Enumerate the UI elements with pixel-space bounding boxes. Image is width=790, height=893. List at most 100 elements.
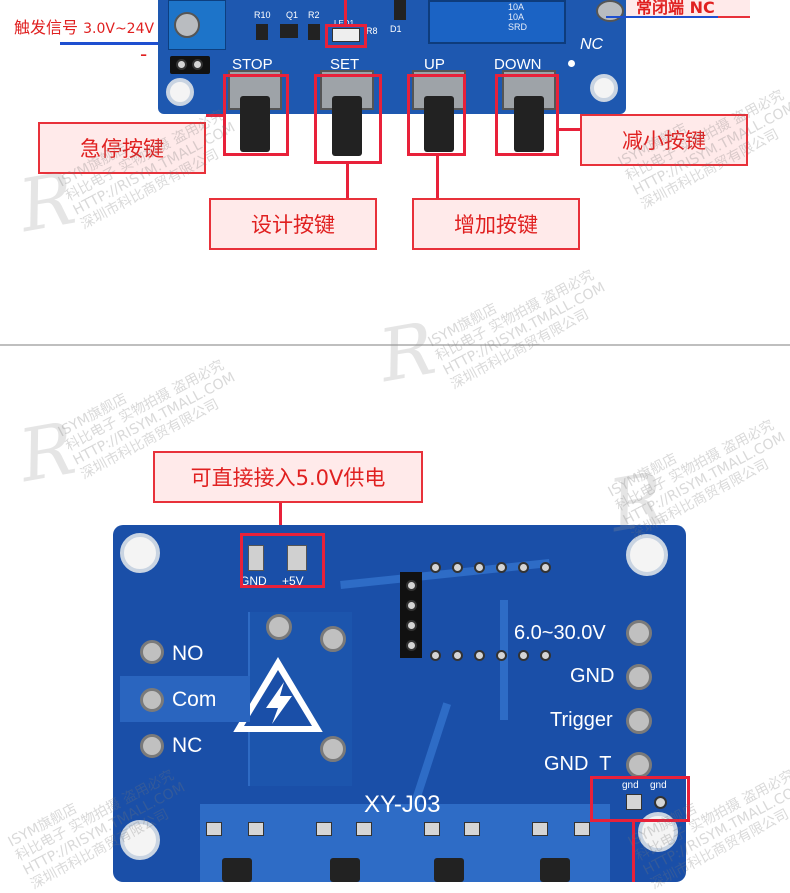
silk-dot	[568, 60, 575, 67]
btn-pad-3a	[424, 822, 440, 836]
up-button-silk: UP	[424, 56, 445, 73]
gnd-t-label: GND T	[544, 753, 612, 775]
gnd-round-pad	[654, 796, 667, 809]
relay-text-1: 10A	[508, 2, 525, 12]
program-header	[400, 572, 422, 658]
nc-blue-line	[606, 16, 718, 18]
bottom-btn-cap-2	[330, 858, 360, 882]
up-highlight	[407, 74, 466, 156]
com-pad	[140, 688, 164, 712]
5v-highlight	[240, 533, 325, 588]
up-leader	[436, 155, 439, 198]
section-separator	[0, 344, 790, 346]
header-hole-1	[406, 580, 417, 591]
led-highlight	[325, 24, 367, 48]
stop-button-cap	[240, 96, 270, 152]
header-pin-2	[192, 59, 203, 70]
gnd-leader	[632, 822, 635, 882]
gnd-square-pad	[626, 794, 642, 810]
btn-pad-4a	[532, 822, 548, 836]
mounting-hole-bl-tl	[120, 533, 160, 573]
stop-highlight	[223, 74, 289, 156]
trigger-label: 触发信号 3.0V~24V	[14, 18, 155, 37]
supply-pad	[626, 620, 652, 646]
silk-q1: Q1	[286, 10, 299, 20]
led-leader-line	[344, 0, 347, 24]
down-highlight	[495, 74, 559, 156]
set-button-silk: SET	[330, 56, 360, 73]
mounting-hole-top-right	[590, 74, 618, 102]
nc-label: NC	[172, 734, 203, 757]
chip-pad-t2	[452, 562, 463, 573]
bottom-btn-cap-4	[540, 858, 570, 882]
relay-pad-bottom-right	[320, 736, 346, 762]
relay-text-3: SRD	[508, 22, 528, 32]
btn-pad-2b	[356, 822, 372, 836]
bottom-btn-cap-1	[222, 858, 252, 882]
header-hole-4	[406, 640, 417, 651]
gnd-silk: GND	[240, 574, 267, 588]
high-voltage-warning-icon	[233, 657, 323, 732]
5v-leader	[279, 503, 282, 533]
model-label: XY-J03	[364, 791, 441, 818]
down-button-cap	[514, 96, 544, 152]
smd-r2	[308, 24, 320, 40]
plus5-pad	[287, 545, 307, 571]
stop-button-silk: STOP	[232, 56, 273, 73]
silk-r10: R10	[254, 10, 271, 20]
gnd-right-pad	[626, 664, 652, 690]
relay-text-2: 10A	[508, 12, 525, 22]
set-callout: 设计按键	[209, 198, 377, 250]
chip-pad-b2	[452, 650, 463, 661]
gnd-small-label-1: gnd	[622, 780, 639, 791]
relay-text: 10A 10A SRD	[508, 2, 527, 32]
nc-pad	[140, 734, 164, 758]
mounting-hole-top-left	[166, 78, 194, 106]
btn-pad-4b	[574, 822, 590, 836]
btn-pad-1a	[206, 822, 222, 836]
gnd-highlight	[590, 776, 690, 822]
up-callout: 增加按键	[412, 198, 580, 250]
5v-callout: 可直接接入5.0V供电	[153, 451, 423, 503]
set-leader	[346, 163, 349, 198]
chip-pad-t3	[474, 562, 485, 573]
bottom-btn-cap-3	[434, 858, 464, 882]
supply-voltage-label: 6.0~30.0V	[514, 622, 606, 644]
btn-pad-3b	[464, 822, 480, 836]
btn-pad-1b	[248, 822, 264, 836]
gnd-small-label-2: gnd	[650, 780, 667, 791]
silk-r2: R2	[308, 10, 320, 20]
chip-pad-b5	[518, 650, 529, 661]
gnd-right-label: GND	[570, 665, 615, 687]
trigger-label-board: Trigger	[550, 709, 613, 731]
chip-pad-t1	[430, 562, 441, 573]
chip-pad-t6	[540, 562, 551, 573]
relay-pad-top-left	[266, 614, 292, 640]
relay-terminal-screw	[596, 0, 624, 22]
mounting-hole-bl-bl	[120, 820, 160, 860]
plus5-silk: +5V	[282, 574, 304, 588]
chip-pad-t4	[496, 562, 507, 573]
smd-q1	[280, 24, 298, 38]
stop-leader	[206, 114, 224, 117]
trigger-voltage: 3.0V~24V	[83, 21, 155, 37]
chip-pad-t5	[518, 562, 529, 573]
set-highlight	[314, 74, 382, 164]
com-label: Com	[172, 688, 217, 711]
chip-pad-b3	[474, 650, 485, 661]
smd-r10	[256, 24, 268, 40]
minus-sign: -	[140, 42, 148, 66]
gnd-pad	[248, 545, 264, 571]
silk-r8: R8	[366, 26, 378, 36]
chip-pad-b6	[540, 650, 551, 661]
header-pin-1	[176, 59, 187, 70]
btn-pad-2a	[316, 822, 332, 836]
trigger-pad	[626, 708, 652, 734]
board-nc-label: NC	[580, 36, 604, 53]
led-component	[332, 28, 360, 42]
nc-end-label: 常闭端 NC	[636, 0, 715, 17]
down-callout: 减小按键	[580, 114, 748, 166]
no-pad	[140, 640, 164, 664]
